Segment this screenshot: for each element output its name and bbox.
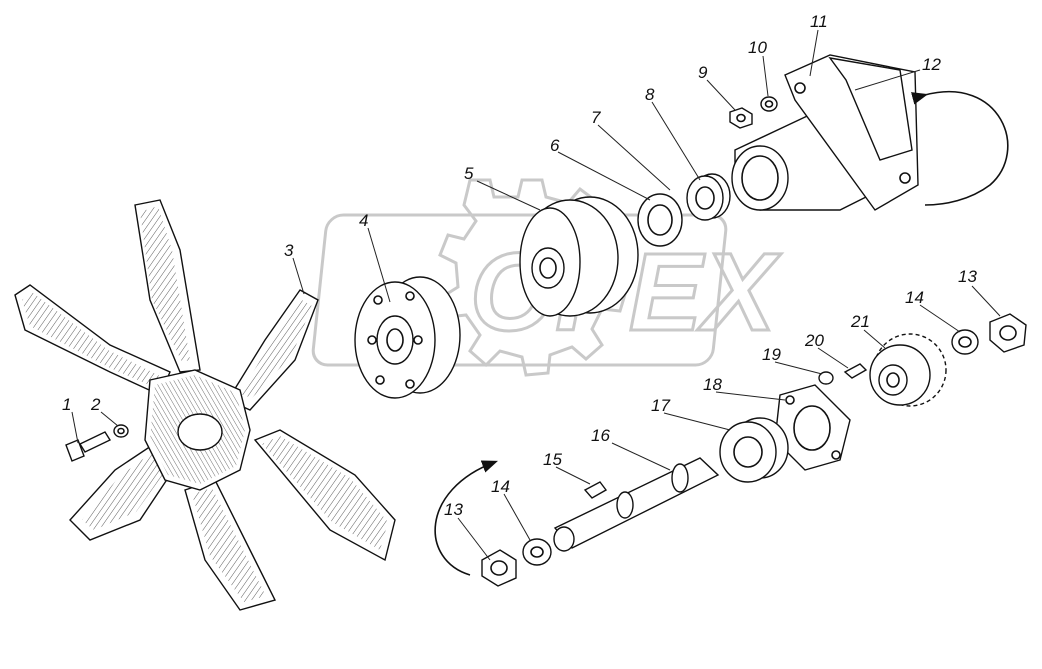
bolt xyxy=(65,431,112,462)
callout-1: 1 xyxy=(62,395,71,414)
nut-upper xyxy=(989,313,1027,353)
assembly-arrow-lower xyxy=(434,460,498,576)
callout-12: 12 xyxy=(922,55,941,74)
lock-washer-lower xyxy=(522,538,552,566)
screw xyxy=(843,363,868,379)
shaft xyxy=(553,457,720,552)
callout-6: 6 xyxy=(550,136,560,155)
double-pulley xyxy=(519,196,639,317)
callout-8: 8 xyxy=(645,85,655,104)
lock-washer-upper xyxy=(951,329,979,355)
callout-18: 18 xyxy=(703,375,722,394)
fan xyxy=(14,199,396,611)
callout-21: 21 xyxy=(850,312,870,331)
callout-7: 7 xyxy=(591,108,601,127)
callout-15: 15 xyxy=(543,450,562,469)
callout-labels: 1 2 3 4 5 6 7 8 9 10 11 12 13 14 21 20 1… xyxy=(62,12,977,519)
bearing-upper xyxy=(686,173,731,221)
housing xyxy=(731,54,919,211)
callout-17: 17 xyxy=(651,396,670,415)
pulley-hub xyxy=(354,276,461,399)
gear xyxy=(869,333,947,407)
washer xyxy=(113,424,129,438)
bearing-lower xyxy=(719,417,789,483)
assembly-arrow xyxy=(910,90,1009,206)
seal-ring xyxy=(637,193,683,247)
fan-hub-hole xyxy=(177,413,223,451)
callout-13-lower: 13 xyxy=(444,500,463,519)
washer-small xyxy=(760,96,778,112)
gasket xyxy=(828,57,913,161)
callout-3: 3 xyxy=(284,241,294,260)
callout-2: 2 xyxy=(90,395,101,414)
key xyxy=(583,481,608,499)
callout-11: 11 xyxy=(810,12,828,31)
callout-14-lower: 14 xyxy=(491,477,510,496)
callout-9: 9 xyxy=(698,63,708,82)
callout-5: 5 xyxy=(464,164,474,183)
tab-plate xyxy=(818,371,834,385)
nut-lower xyxy=(481,549,517,587)
callout-19: 19 xyxy=(762,345,781,364)
callout-10: 10 xyxy=(748,38,767,57)
callout-13-upper: 13 xyxy=(958,267,977,286)
nut-small xyxy=(729,107,753,129)
callout-20: 20 xyxy=(804,331,824,350)
callout-16: 16 xyxy=(591,426,610,445)
callout-4: 4 xyxy=(359,211,368,230)
callout-14-upper: 14 xyxy=(905,288,924,307)
leader-lines xyxy=(71,29,1001,561)
